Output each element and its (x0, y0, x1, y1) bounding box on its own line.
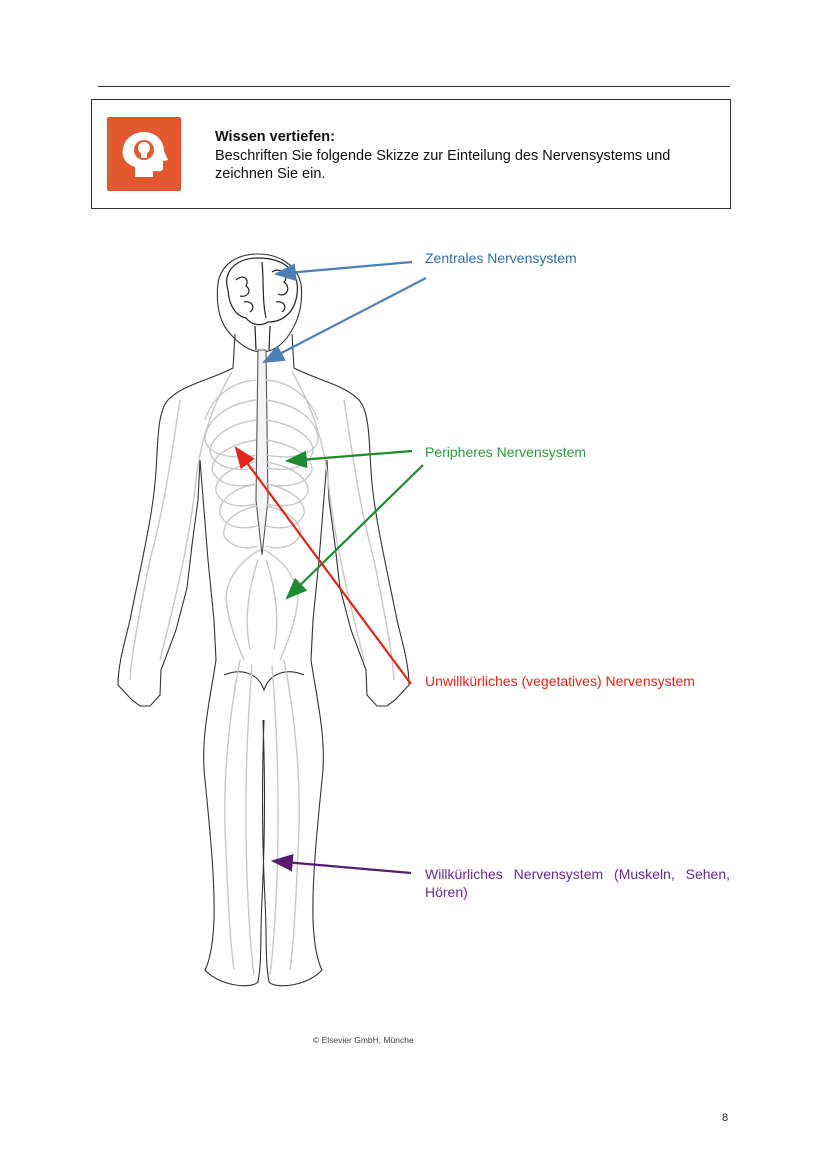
arrow-vegetativ (234, 446, 412, 685)
label-zentrales-nervensystem: Zentrales Nervensystem (425, 250, 577, 266)
task-instruction: Beschriften Sie folgende Skizze zur Eint… (215, 148, 671, 182)
arrow-pns (284, 449, 424, 600)
task-box: Wissen vertiefen: Beschriften Sie folgen… (91, 99, 731, 209)
head-lightbulb-icon (107, 117, 181, 191)
label-peripheres-nervensystem: Peripheres Nervensystem (425, 444, 587, 460)
arrow-willkuerlich (270, 853, 412, 875)
page-number: 8 (722, 1112, 729, 1124)
label-vegetatives-nervensystem: Unwillkürliches (vegetatives) Nervensyst… (425, 673, 695, 689)
header-rule (98, 86, 730, 87)
brain-icon (226, 257, 298, 351)
spinal-cord (255, 349, 269, 556)
body-outline (117, 253, 410, 987)
figure-credit: © Elsevier GmbH, Münche (313, 1035, 414, 1045)
task-title: Wissen vertiefen: (215, 129, 335, 145)
arrow-zns (262, 260, 427, 364)
label-willkuerliches-nervensystem: Willkürliches Nervensystem (Muskeln, Seh… (425, 866, 730, 900)
